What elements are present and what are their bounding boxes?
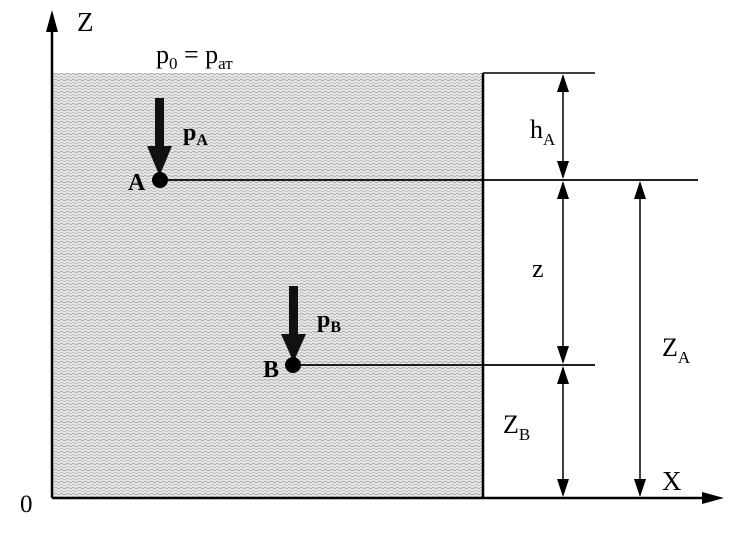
pat-symbol: p [205,40,218,69]
equals-sign: = [178,40,206,69]
dim-ha-subscript: A [543,130,556,149]
pressure-arrow-a-head [147,146,172,176]
dim-za-symbol: Z [662,333,678,362]
pressure-arrow-b-head [281,334,306,362]
dim-za-label: ZA [662,333,691,367]
dim-z-label: z [532,254,544,283]
dim-zb-arrow-top [557,366,569,384]
point-b-label: B [263,357,279,383]
z-axis-arrowhead [46,10,58,32]
dim-z-arrow-top [557,181,569,199]
dim-zb-symbol: Z [503,410,519,439]
pressure-b-label: pB [317,307,341,336]
dim-ha-arrow-bottom [557,161,569,179]
dim-ha-label: hA [530,115,556,149]
pressure-arrow-b-shaft [289,286,298,336]
dim-z-arrow-bottom [557,346,569,364]
dim-ha-arrow-top [557,74,569,92]
pressure-arrow-a-shaft [155,98,164,148]
surface-pressure-label: p0 = pат [156,40,233,73]
pat-subscript: ат [218,54,233,73]
dim-za-subscript: A [678,348,691,367]
liquid-region [52,73,483,498]
dim-zb-label: ZB [503,410,530,444]
point-a-label: A [128,170,146,196]
pressure-b-symbol: p [317,307,330,333]
z-axis-label: Z [77,7,94,37]
dim-ha-symbol: h [530,115,543,144]
point-b-marker [285,357,301,373]
pressure-a-subscript: A [196,132,208,149]
point-a-marker [152,172,168,188]
origin-label: 0 [20,491,33,518]
dim-zb-subscript: B [519,425,530,444]
dim-za-arrow-top [634,181,646,199]
dim-zb-arrow-bottom [557,479,569,497]
pressure-b-subscript: B [330,319,341,336]
x-axis-arrowhead [702,492,724,504]
p0-subscript: 0 [169,54,178,73]
pressure-a-symbol: p [183,120,196,146]
dim-za-arrow-bottom [634,479,646,497]
pressure-a-label: pA [183,120,208,149]
p0-symbol: p [156,40,169,69]
x-axis-label: X [662,466,682,496]
